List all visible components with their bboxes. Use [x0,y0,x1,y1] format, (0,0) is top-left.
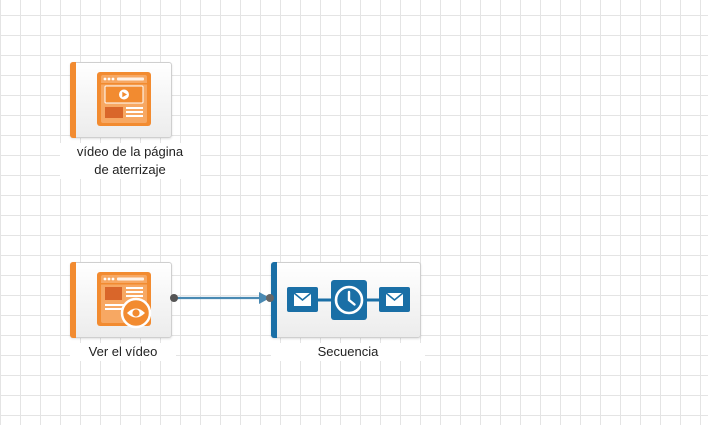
node-watch-video[interactable] [70,262,172,338]
watch-video-eye-icon [97,272,152,329]
node-label: Secuencia [271,343,425,361]
node-accent-bar [271,262,277,338]
node-label: vídeo de la página de aterrizaje [60,143,200,179]
node-sequence[interactable] [271,262,421,338]
landing-page-video-icon [97,72,151,126]
connection-end-handle[interactable] [266,294,274,302]
connection-start-handle[interactable] [170,294,178,302]
node-label: Ver el vídeo [70,343,176,361]
node-accent-bar [70,62,76,138]
node-landing-page-video[interactable] [70,62,172,138]
arrowhead-icon [259,292,270,304]
email-timer-sequence-icon [287,280,410,320]
node-accent-bar [70,262,76,338]
